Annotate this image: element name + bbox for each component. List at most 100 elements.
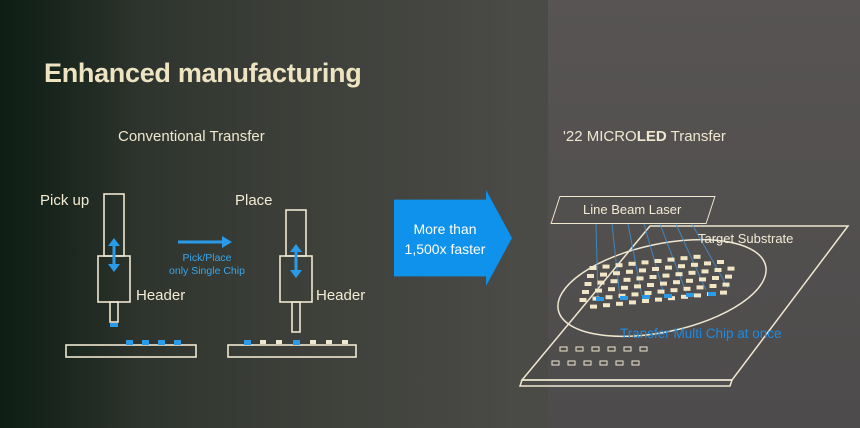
target-substrate-plate xyxy=(520,225,850,381)
micro-chip xyxy=(714,268,722,272)
micro-chip xyxy=(623,277,631,282)
micro-chip xyxy=(613,271,620,276)
micro-chip xyxy=(704,261,711,266)
micro-chip xyxy=(654,259,662,263)
micro-chip xyxy=(668,296,675,301)
place-nozzle xyxy=(291,301,301,333)
micro-chip xyxy=(626,269,633,274)
micro-chip xyxy=(639,268,646,273)
micro-chip xyxy=(657,289,665,294)
substrate-pad xyxy=(559,346,568,352)
micro-chip xyxy=(662,273,670,278)
micro-chip xyxy=(602,264,610,269)
micro-chip xyxy=(701,269,709,274)
header-label-place: Header xyxy=(316,287,366,304)
micro-chip-grid xyxy=(579,254,735,309)
micro-chip xyxy=(686,278,693,283)
caption-line-1: Pick/Place xyxy=(182,252,232,264)
speed-comparison-arrow xyxy=(394,190,512,286)
micro-chip xyxy=(621,285,628,290)
micro-chip xyxy=(670,288,678,293)
micro-chip xyxy=(660,281,667,286)
micro-chip xyxy=(631,292,639,297)
substrate-pad xyxy=(575,346,584,352)
micro-chip xyxy=(720,290,727,295)
micro-led-transfer-heading: '22 MICROLED Transfer xyxy=(563,128,726,145)
slide-title: Enhanced manufacturing xyxy=(44,58,362,88)
blue-transfer-line xyxy=(596,292,716,301)
substrate-pads xyxy=(551,346,648,366)
micro-chip xyxy=(615,263,623,268)
substrate-pad xyxy=(599,360,608,366)
micro-chip xyxy=(673,280,680,285)
micro-chip xyxy=(616,301,623,306)
micro-chip xyxy=(603,303,610,308)
micro-chip xyxy=(595,288,602,293)
micro-chip xyxy=(694,293,701,298)
micro-chip xyxy=(678,264,685,269)
target-substrate-label: Target Substrate xyxy=(698,231,794,246)
micro-chip xyxy=(652,267,659,271)
substrate-pad xyxy=(551,360,560,366)
micro-chip xyxy=(628,261,636,266)
caption-line-2: only Single Chip xyxy=(169,265,245,277)
micro-chip xyxy=(725,274,732,279)
substrate-pad xyxy=(607,346,616,352)
micro-chip xyxy=(709,284,717,288)
micro-chip xyxy=(600,272,607,277)
substrate-pad xyxy=(583,360,592,366)
target-substrate-edge xyxy=(518,379,734,387)
micro-chip xyxy=(605,295,613,300)
micro-chip xyxy=(655,297,662,302)
micro-chip xyxy=(636,276,644,281)
laser-area-ellipse xyxy=(557,238,767,338)
source-wafer xyxy=(65,340,197,358)
header-label-pick: Header xyxy=(136,287,186,304)
micro-chip xyxy=(691,262,698,267)
micro-chip xyxy=(717,260,724,264)
substrate-pad xyxy=(591,346,600,352)
substrate-pad xyxy=(623,346,632,352)
substrate-pad xyxy=(639,346,648,352)
micro-chip xyxy=(681,294,688,299)
micro-chip xyxy=(712,276,719,280)
micro-chip xyxy=(688,270,696,275)
micro-chip xyxy=(579,298,587,302)
pick-up-label: Pick up xyxy=(40,192,90,209)
micro-led-heading-bold: LED xyxy=(636,128,667,145)
single-chip-caption: Pick/Place only Single Chip xyxy=(152,252,262,278)
micro-chip xyxy=(642,299,649,303)
micro-chip xyxy=(584,282,592,286)
micro-chip xyxy=(665,265,672,270)
micro-chip xyxy=(727,266,735,271)
line-beam-laser-label: Line Beam Laser xyxy=(583,202,682,217)
transfer-multi-chip-label: Transfer Multi Chip at once xyxy=(620,326,782,341)
micro-chip xyxy=(647,283,654,287)
micro-chip xyxy=(680,256,688,261)
micro-chip xyxy=(683,286,691,291)
speed-line-1: More than xyxy=(413,221,477,237)
micro-chip xyxy=(699,277,706,282)
micro-chip xyxy=(641,260,649,265)
micro-chip xyxy=(634,284,641,289)
transfer-direction-arrow xyxy=(178,236,232,248)
micro-chip xyxy=(582,290,589,294)
substrate-pad xyxy=(615,360,624,366)
pick-up-nozzle xyxy=(109,301,119,323)
micro-chip xyxy=(722,282,730,287)
micro-chip xyxy=(667,257,675,262)
micro-led-heading-prefix: '22 MICRO xyxy=(563,128,637,145)
micro-chip xyxy=(675,272,683,277)
micro-chip xyxy=(696,285,704,290)
substrate-pad xyxy=(567,360,576,366)
micro-chip xyxy=(597,280,605,285)
micro-chip xyxy=(589,266,597,270)
target-substrate-conventional xyxy=(227,340,357,358)
micro-led-heading-suffix: Transfer xyxy=(666,128,726,145)
pick-up-motion-arrow xyxy=(108,238,120,272)
speed-comparison-text: More than 1,500x faster xyxy=(396,219,494,259)
micro-chip xyxy=(618,293,626,298)
speed-line-2: 1,500x faster xyxy=(404,241,486,257)
micro-led-panel-background xyxy=(548,0,860,428)
